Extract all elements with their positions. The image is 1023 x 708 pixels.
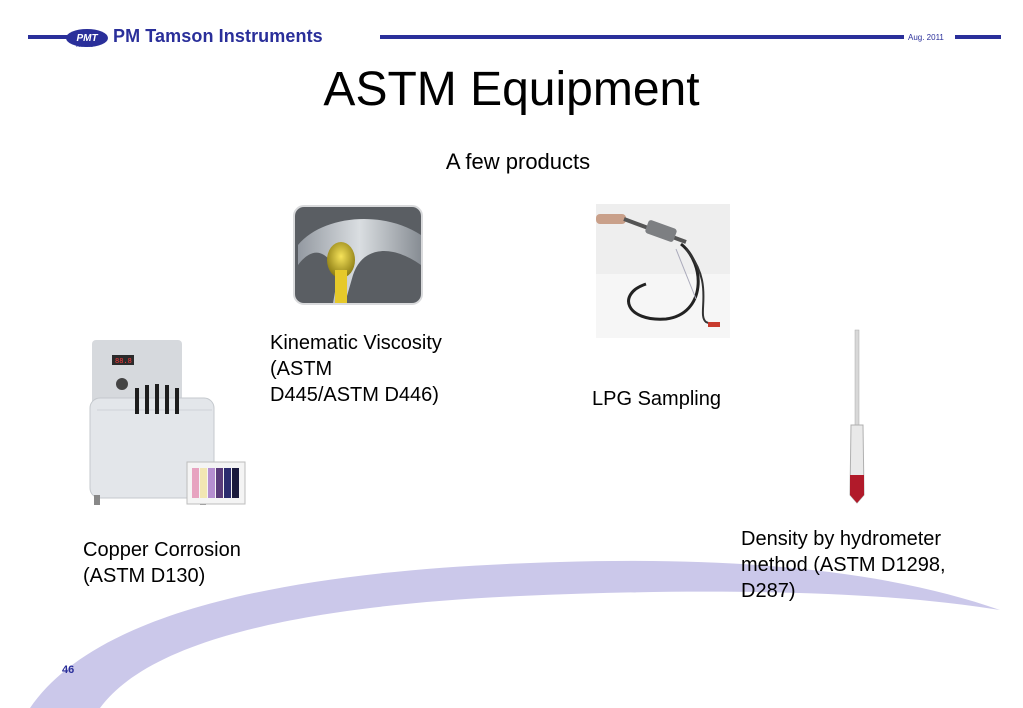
label-line: LPG Sampling bbox=[592, 388, 721, 410]
logo-text: PMT bbox=[76, 32, 98, 44]
label-line: Kinematic Viscosity bbox=[270, 332, 442, 354]
label-density-hydrometer: Density by hydrometer method (ASTM D1298… bbox=[741, 526, 946, 604]
page-number: 46 bbox=[62, 664, 75, 676]
label-lpg-sampling: LPG Sampling bbox=[592, 386, 721, 412]
header-line-mid bbox=[380, 35, 904, 39]
hydrometer-photo bbox=[849, 329, 865, 504]
lpg-sampling-photo bbox=[596, 204, 730, 338]
page-title: ASTM Equipment bbox=[323, 63, 700, 116]
label-copper-corrosion: Copper Corrosion (ASTM D130) bbox=[83, 537, 241, 589]
viscosity-photo bbox=[293, 205, 423, 305]
header-line-right bbox=[955, 35, 1001, 39]
label-line: (ASTM D130) bbox=[83, 565, 206, 587]
page-subtitle: A few products bbox=[445, 149, 591, 174]
company-logo: PMT bbox=[66, 29, 108, 47]
label-line: Density by hydrometer bbox=[741, 528, 942, 550]
logo-est-text: Est. 1978 bbox=[76, 43, 93, 48]
label-line: Copper Corrosion bbox=[83, 539, 241, 561]
header-date: Aug. 2011 bbox=[908, 33, 944, 42]
label-kinematic-viscosity: Kinematic Viscosity (ASTM D445/ASTM D446… bbox=[270, 330, 442, 408]
label-line: D445/ASTM D446) bbox=[270, 384, 439, 406]
label-line: D287) bbox=[741, 580, 796, 602]
label-line: method (ASTM D1298, bbox=[741, 554, 946, 576]
header-line-left bbox=[28, 35, 68, 39]
brand-name: PM Tamson Instruments bbox=[113, 26, 323, 46]
label-line: (ASTM bbox=[270, 358, 333, 380]
svg-text:88.8: 88.8 bbox=[115, 358, 132, 366]
copper-corrosion-photo: 88.8 bbox=[89, 340, 246, 505]
